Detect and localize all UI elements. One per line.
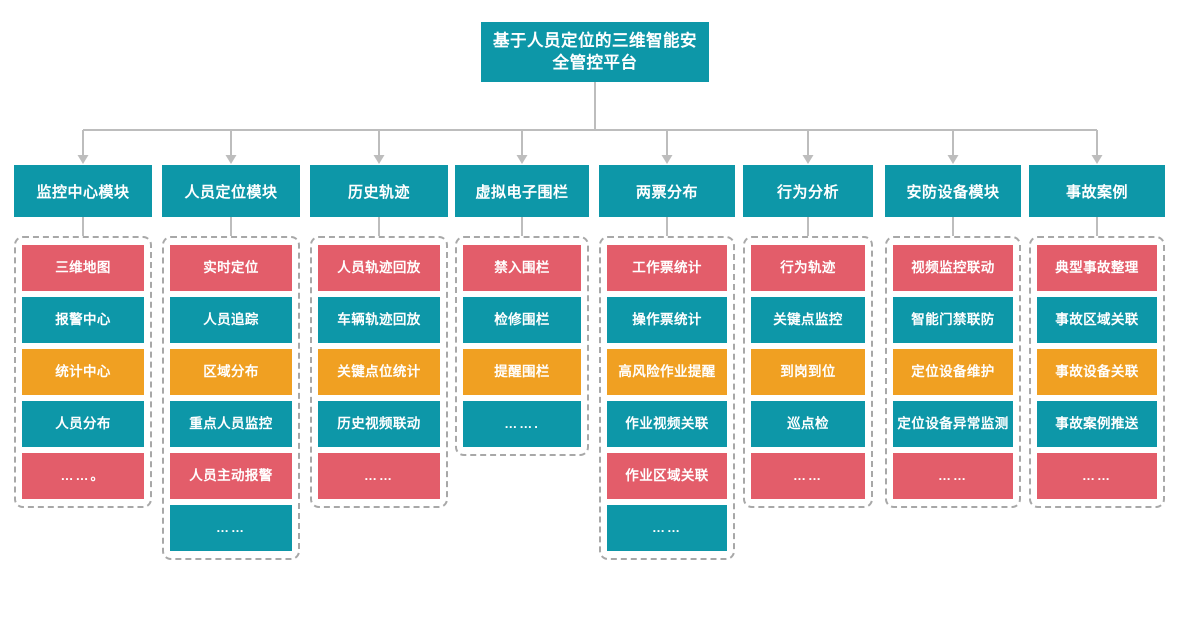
module-column: 历史轨迹人员轨迹回放车辆轨迹回放关键点位统计历史视频联动 ……: [310, 165, 448, 508]
module-item-placeholder[interactable]: ……: [607, 505, 727, 551]
module-column: 监控中心模块三维地图报警中心统计中心人员分布 ……。: [14, 165, 152, 508]
module-item[interactable]: 智能门禁联防: [893, 297, 1013, 343]
module-item[interactable]: 人员主动报警: [170, 453, 292, 499]
module-item-placeholder[interactable]: …….: [463, 401, 581, 447]
module-item[interactable]: 事故区域关联: [1037, 297, 1157, 343]
module-item[interactable]: 事故设备关联: [1037, 349, 1157, 395]
module-item[interactable]: 人员分布: [22, 401, 144, 447]
module-item-group: 实时定位人员追踪区域分布重点人员监控人员主动报警 ……: [162, 236, 300, 560]
module-item[interactable]: 重点人员监控: [170, 401, 292, 447]
module-item[interactable]: 巡点检: [751, 401, 865, 447]
module-item[interactable]: 统计中心: [22, 349, 144, 395]
module-item-group: 人员轨迹回放车辆轨迹回放关键点位统计历史视频联动 ……: [310, 236, 448, 508]
module-item[interactable]: 人员轨迹回放: [318, 245, 440, 291]
module-header-7[interactable]: 安防设备模块: [885, 165, 1021, 217]
module-header-2[interactable]: 人员定位模块: [162, 165, 300, 217]
module-item[interactable]: 典型事故整理: [1037, 245, 1157, 291]
module-item[interactable]: 操作票统计: [607, 297, 727, 343]
module-column: 事故案例典型事故整理事故区域关联事故设备关联事故案例推送 ……: [1029, 165, 1165, 508]
module-column: 安防设备模块视频监控联动智能门禁联防定位设备维护定位设备异常监测 ……: [885, 165, 1021, 508]
module-header-3[interactable]: 历史轨迹: [310, 165, 448, 217]
module-item[interactable]: 禁入围栏: [463, 245, 581, 291]
module-item[interactable]: 视频监控联动: [893, 245, 1013, 291]
module-item[interactable]: 定位设备维护: [893, 349, 1013, 395]
module-item-placeholder[interactable]: ……: [1037, 453, 1157, 499]
module-item-group: 行为轨迹关键点监控到岗到位巡点检 ……: [743, 236, 873, 508]
module-column: 行为分析行为轨迹关键点监控到岗到位巡点检 ……: [743, 165, 873, 508]
module-column: 人员定位模块实时定位人员追踪区域分布重点人员监控人员主动报警 ……: [162, 165, 300, 560]
module-item-placeholder[interactable]: ……: [893, 453, 1013, 499]
module-item[interactable]: 作业视频关联: [607, 401, 727, 447]
module-column: 虚拟电子围栏禁入围栏检修围栏提醒围栏 …….: [455, 165, 589, 456]
module-header-6[interactable]: 行为分析: [743, 165, 873, 217]
module-item[interactable]: 检修围栏: [463, 297, 581, 343]
module-item-placeholder[interactable]: ……。: [22, 453, 144, 499]
module-item-group: 工作票统计操作票统计高风险作业提醒作业视频关联作业区域关联 ……: [599, 236, 735, 560]
module-item-group: 禁入围栏检修围栏提醒围栏 …….: [455, 236, 589, 456]
module-item-group: 典型事故整理事故区域关联事故设备关联事故案例推送 ……: [1029, 236, 1165, 508]
module-item[interactable]: 行为轨迹: [751, 245, 865, 291]
module-item[interactable]: 历史视频联动: [318, 401, 440, 447]
module-item[interactable]: 定位设备异常监测: [893, 401, 1013, 447]
module-item[interactable]: 关键点位统计: [318, 349, 440, 395]
module-item[interactable]: 实时定位: [170, 245, 292, 291]
module-item[interactable]: 车辆轨迹回放: [318, 297, 440, 343]
module-item[interactable]: 提醒围栏: [463, 349, 581, 395]
module-item-group: 三维地图报警中心统计中心人员分布 ……。: [14, 236, 152, 508]
module-item-placeholder[interactable]: ……: [751, 453, 865, 499]
module-item-placeholder[interactable]: ……: [318, 453, 440, 499]
module-item[interactable]: 事故案例推送: [1037, 401, 1157, 447]
module-item-group: 视频监控联动智能门禁联防定位设备维护定位设备异常监测 ……: [885, 236, 1021, 508]
module-item[interactable]: 作业区域关联: [607, 453, 727, 499]
module-item[interactable]: 到岗到位: [751, 349, 865, 395]
module-header-4[interactable]: 虚拟电子围栏: [455, 165, 589, 217]
module-header-5[interactable]: 两票分布: [599, 165, 735, 217]
module-item-placeholder[interactable]: ……: [170, 505, 292, 551]
module-item[interactable]: 工作票统计: [607, 245, 727, 291]
module-item[interactable]: 区域分布: [170, 349, 292, 395]
module-item[interactable]: 人员追踪: [170, 297, 292, 343]
module-column: 两票分布工作票统计操作票统计高风险作业提醒作业视频关联作业区域关联 ……: [599, 165, 735, 560]
module-item[interactable]: 三维地图: [22, 245, 144, 291]
module-item[interactable]: 报警中心: [22, 297, 144, 343]
module-item[interactable]: 高风险作业提醒: [607, 349, 727, 395]
module-item[interactable]: 关键点监控: [751, 297, 865, 343]
platform-title-box: 基于人员定位的三维智能安全管控平台: [481, 22, 709, 82]
module-header-1[interactable]: 监控中心模块: [14, 165, 152, 217]
module-header-8[interactable]: 事故案例: [1029, 165, 1165, 217]
